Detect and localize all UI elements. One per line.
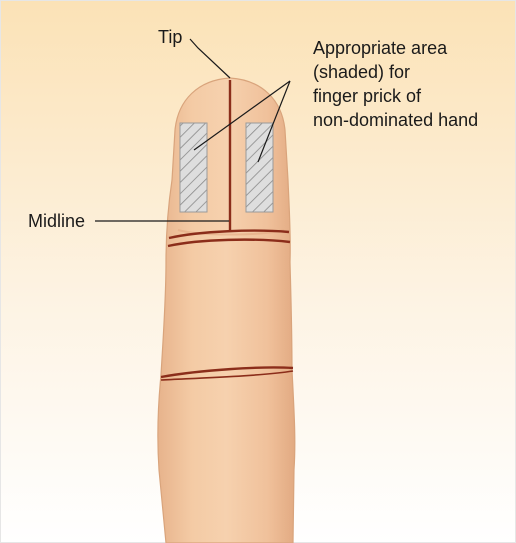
area-label-line-3: finger prick of bbox=[313, 86, 422, 106]
tip-label: Tip bbox=[158, 27, 182, 47]
finger-shape bbox=[158, 78, 295, 543]
area-label-line-1: Appropriate area bbox=[313, 38, 448, 58]
area-label-line-2: (shaded) for bbox=[313, 62, 410, 82]
area-label-line-4: non-dominated hand bbox=[313, 110, 478, 130]
midline-label: Midline bbox=[28, 211, 85, 231]
shaded-area-left bbox=[180, 123, 207, 212]
shaded-area-right bbox=[246, 123, 273, 212]
